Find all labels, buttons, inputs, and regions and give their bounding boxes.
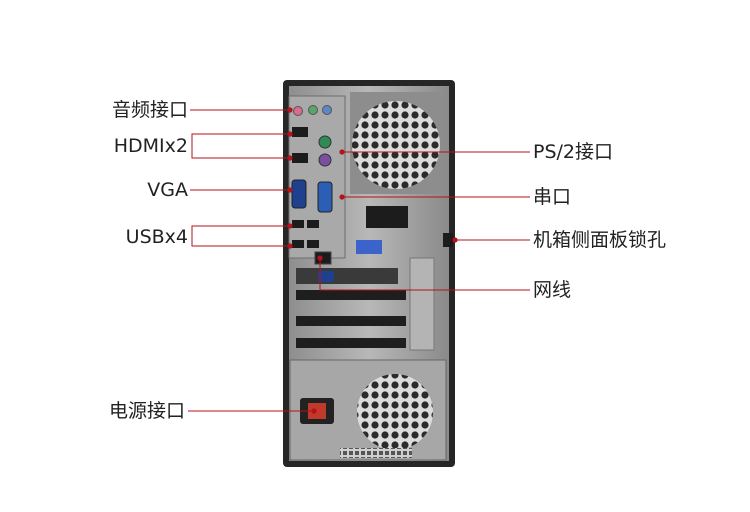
serial-port [317, 181, 333, 213]
label-power: 电源接口 [108, 400, 185, 422]
leader-dots [287, 107, 458, 414]
usb-ports [292, 220, 319, 248]
psu-fan-grille [357, 374, 433, 450]
label-usb: USBx4 [125, 226, 188, 248]
blue-latch [356, 240, 382, 254]
label-vga: VGA [147, 179, 188, 201]
expansion-card [296, 268, 398, 284]
leader-lines [188, 109, 530, 412]
label-audio: 音频接口 [111, 99, 188, 121]
bottom-vent [340, 448, 412, 458]
expansion-slots [296, 290, 406, 348]
hdmi-ports [292, 127, 308, 163]
label-network: 网线 [533, 279, 572, 301]
label-ps2: PS/2接口 [533, 141, 614, 163]
ps2-ports [318, 135, 332, 167]
io-shield [288, 95, 346, 259]
power-socket-core [308, 403, 326, 419]
audio-jacks [293, 105, 332, 116]
label-hdmi: HDMIx2 [113, 135, 188, 157]
vga-port [291, 179, 307, 209]
top-fan-grille [352, 101, 440, 189]
label-lock: 机箱侧面板锁孔 [533, 229, 667, 251]
label-serial: 串口 [533, 186, 572, 208]
lock-bracket [366, 206, 408, 228]
lock-hole [443, 233, 453, 247]
card-vga [318, 271, 334, 282]
right-bracket [409, 257, 435, 351]
ethernet-port [314, 251, 332, 265]
